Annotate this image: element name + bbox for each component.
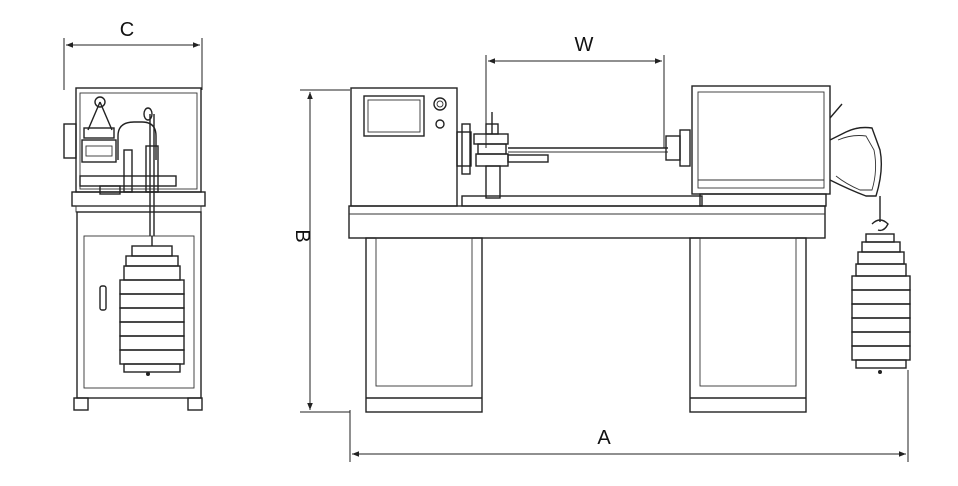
front-view: B W A	[291, 34, 911, 462]
dimension-a: A	[349, 370, 909, 462]
dimension-a-label: A	[597, 427, 611, 449]
dimension-c-label: C	[120, 19, 134, 41]
dimension-c: C	[63, 19, 203, 90]
dimension-w: W	[485, 34, 665, 148]
side-view: C	[63, 19, 206, 411]
dimension-b-label: B	[291, 229, 313, 242]
dimension-b: B	[291, 89, 350, 413]
dimension-w-label: W	[575, 34, 594, 56]
